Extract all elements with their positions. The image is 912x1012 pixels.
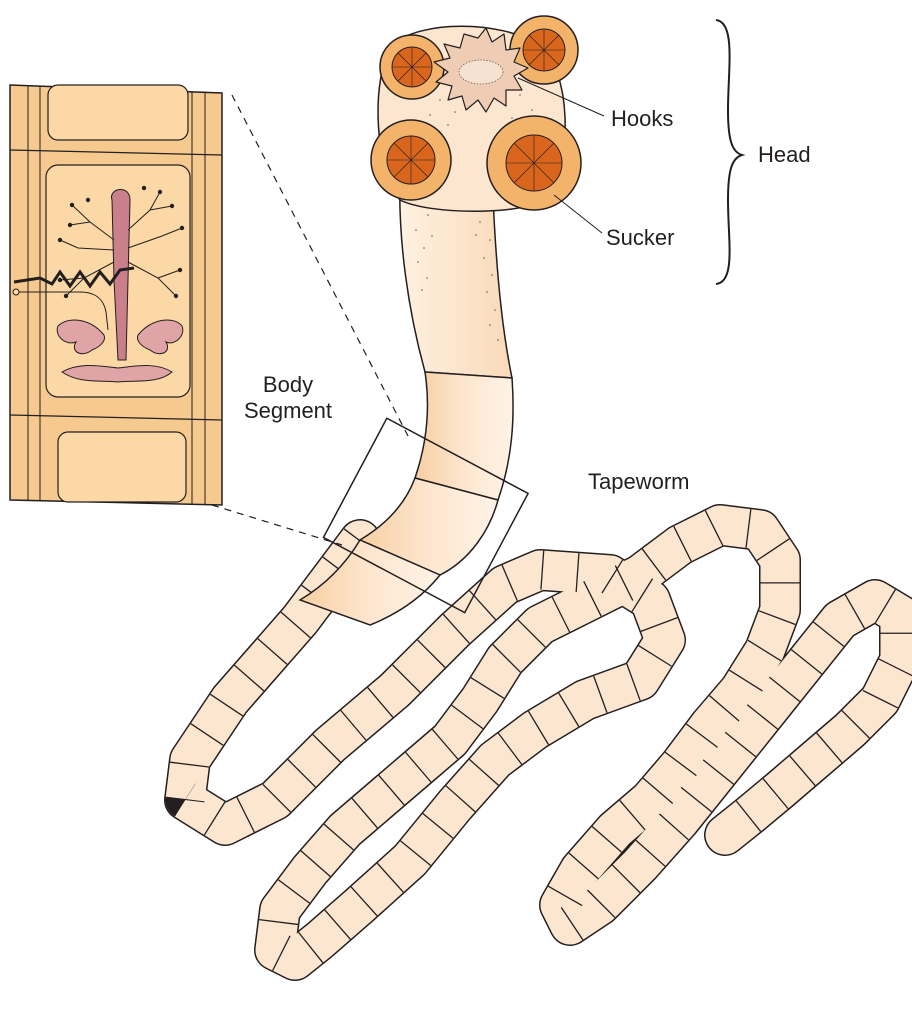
body-segment-label-line1: Body (232, 372, 344, 398)
body-segment-label: Body Segment (232, 372, 344, 425)
vitelline-gland (62, 366, 172, 383)
sucker-leader-line (554, 195, 602, 233)
body-segment-inset (10, 85, 222, 505)
sucker-bottom-left-icon (371, 120, 451, 200)
tapeworm-body-chain (185, 525, 900, 960)
segment-1 (415, 372, 513, 500)
head-label: Head (758, 142, 811, 168)
sucker-bottom-right-icon (487, 116, 581, 210)
sucker-label: Sucker (606, 225, 674, 251)
hooks-label: Hooks (611, 106, 673, 132)
sucker-top-right-icon (510, 16, 578, 84)
inset-upper-segment (48, 85, 188, 140)
curly-brace-icon (716, 20, 742, 284)
sucker-top-left-icon (380, 35, 444, 99)
tapeworm-label: Tapeworm (588, 469, 689, 495)
callout-dashed-bottom (212, 505, 342, 545)
scolex (371, 16, 581, 211)
body-segment-label-line2: Segment (232, 398, 344, 424)
inset-lower-segment (58, 432, 186, 502)
